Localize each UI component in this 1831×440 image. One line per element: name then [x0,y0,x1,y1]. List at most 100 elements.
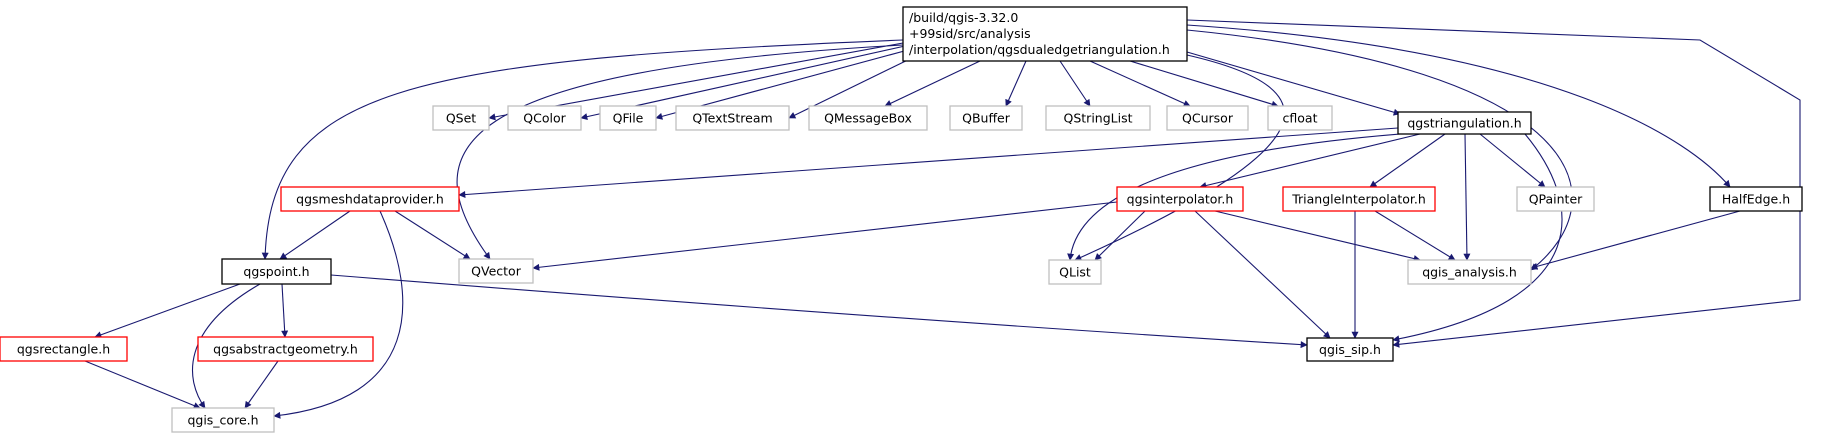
node-qgsabstractgeometry-box[interactable] [197,336,374,362]
node-qstringlist-box [1045,105,1151,131]
edge-root-to-qlist [1074,54,1285,261]
node-label: qgsabstractgeometry.h [213,342,358,357]
node-label: qgsrectangle.h [17,342,110,357]
node-qgstriangulation-box[interactable] [1397,111,1532,135]
node-halfedge-box[interactable] [1709,186,1803,212]
node-label: QPainter [1529,192,1583,207]
node-label: qgis_analysis.h [1422,265,1517,280]
node-label: QMessageBox [824,111,912,126]
edge-qgsmeshdataprovider-to-qgiscore [273,210,404,419]
node-qtextstream-box [675,105,790,131]
node-qmessagebox: QMessageBox [808,105,928,131]
edge-qgsrectangle-to-qgiscore [84,360,201,409]
edge-root-to-halfedge [1186,24,1731,188]
node-qset-box [432,105,490,131]
node-label: TriangleInterpolator.h [1291,192,1426,207]
edge-qgspoint-to-qgissip [330,274,1308,349]
node-qtextstream: QTextStream [675,105,790,131]
node-label: qgsmeshdataprovider.h [296,192,444,207]
root-label-line: +99sid/src/analysis [909,26,1031,41]
edge-triangleinterpolator-to-qgisanalysis [1374,210,1456,261]
node-halfedge[interactable]: HalfEdge.h [1709,186,1803,212]
node-label: qgis_core.h [187,413,258,428]
node-qgiscore: qgis_core.h [171,407,275,433]
edge-qgspoint-to-qgiscore [191,283,261,409]
node-qgisanalysis: qgis_analysis.h [1407,259,1532,285]
node-qpainter: QPainter [1516,186,1595,212]
edge-qgspoint-to-qgsabstractgeometry [281,283,289,338]
node-label: cfloat [1283,111,1318,126]
node-qbuffer-box [949,105,1023,131]
node-qgstriangulation[interactable]: qgstriangulation.h [1397,111,1532,135]
node-label: QList [1059,265,1091,280]
edge-root-to-qvector [456,44,904,260]
node-qgspoint[interactable]: qgspoint.h [221,258,332,285]
node-qgsabstractgeometry[interactable]: qgsabstractgeometry.h [197,336,374,362]
node-label: HalfEdge.h [1722,192,1790,207]
node-triangleinterpolator-box[interactable] [1282,186,1436,212]
edge-root-to-cfloat [1129,60,1279,108]
node-qmessagebox-box [808,105,928,131]
node-qset: QSet [432,105,490,131]
edge-root-to-qcursor [1089,60,1191,107]
edge-qgstriangulation-to-triangleinterpolator [1369,133,1446,188]
edge-root-to-qgissip [1186,19,1801,348]
node-label: QVector [471,264,522,279]
node-label: QColor [523,111,566,126]
node-label: qgis_sip.h [1319,342,1381,357]
edge-qgsabstractgeometry-to-qgiscore [244,360,279,409]
edge-root-to-qbuffer [1005,60,1027,107]
node-triangleinterpolator[interactable]: TriangleInterpolator.h [1282,186,1436,212]
edge-qgsmeshdataprovider-to-qgspoint [279,210,351,260]
node-qcolor: QColor [507,105,582,131]
node-label: QFile [613,111,644,126]
node-qcursor: QCursor [1166,105,1249,131]
edge-halfedge-to-qgisanalysis [1530,210,1741,270]
node-qgspoint-box[interactable] [221,258,332,285]
node-qgsrectangle-box[interactable] [0,336,128,362]
node-label: QBuffer [962,111,1011,126]
edge-qgstriangulation-to-qgsmeshdataprovider [458,127,1399,199]
node-label: qgsinterpolator.h [1127,192,1234,207]
node-qgissip-box[interactable] [1306,337,1394,362]
edge-qgstriangulation-to-qgissip [1392,133,1563,343]
root-label-line: /build/qgis-3.32.0 [909,10,1018,25]
node-qfile-box [599,105,657,131]
node-qgiscore-box [171,407,275,433]
node-qgsrectangle[interactable]: qgsrectangle.h [0,336,128,362]
node-cfloat: cfloat [1267,105,1333,131]
node-root: /build/qgis-3.32.0+99sid/src/analysis/in… [902,6,1188,62]
graph-nodes: /build/qgis-3.32.0+99sid/src/analysis/in… [0,6,1803,433]
edge-qgsinterpolator-to-qlist [1094,210,1146,261]
edge-qgstriangulation-to-qgisanalysis [1463,133,1471,261]
node-cfloat-box [1267,105,1333,131]
node-qgissip[interactable]: qgis_sip.h [1306,337,1394,362]
edge-qgstriangulation-to-qpainter [1479,133,1546,188]
edge-qgstriangulation-to-qlist [1067,133,1401,261]
node-qgsinterpolator-box[interactable] [1116,186,1244,212]
edge-qgsmeshdataprovider-to-qvector [394,210,471,260]
node-qgsmeshdataprovider-box[interactable] [280,186,460,212]
edge-qgsinterpolator-to-qvector [532,201,1118,271]
node-label: qgspoint.h [243,264,309,279]
node-qcolor-box [507,105,582,131]
node-qgisanalysis-box [1407,259,1532,285]
edge-root-to-qmessagebox [884,60,981,107]
edge-qgsinterpolator-to-qgissip [1194,210,1331,339]
node-qgsmeshdataprovider[interactable]: qgsmeshdataprovider.h [280,186,460,212]
edge-qgspoint-to-qgsrectangle [94,283,241,339]
edge-root-to-qgspoint [261,39,904,260]
node-root-box [902,6,1188,62]
node-label: qgstriangulation.h [1407,116,1521,131]
node-qvector: QVector [458,258,534,284]
edge-root-to-qgstriangulation [1186,51,1401,116]
root-label-line: /interpolation/qgsdualedgetriangulation.… [909,42,1170,57]
node-qlist: QList [1048,259,1102,285]
node-label: QSet [446,111,476,126]
node-qbuffer: QBuffer [949,105,1023,131]
node-qpainter-box [1516,186,1595,212]
node-qlist-box [1048,259,1102,285]
node-qvector-box [458,258,534,284]
node-qgsinterpolator[interactable]: qgsinterpolator.h [1116,186,1244,212]
